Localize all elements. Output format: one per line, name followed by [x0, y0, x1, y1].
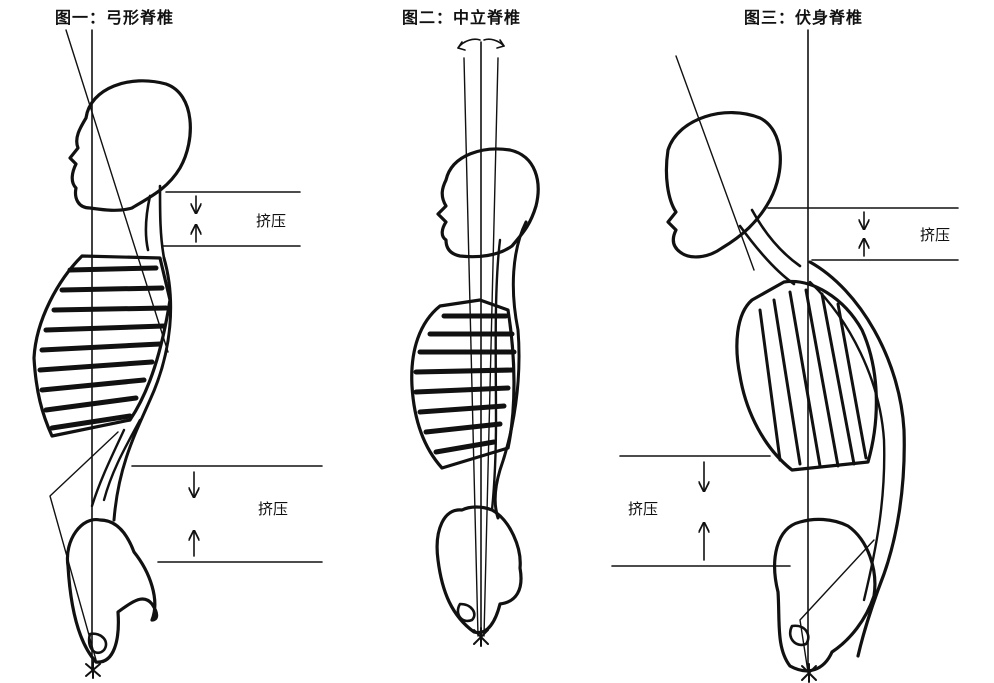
- figure-1-lumbar-compression-marker: [131, 465, 323, 563]
- figure-1-base-mark: [85, 661, 101, 679]
- figure-3-pelvis: [773, 517, 877, 673]
- figure-3-title: 图三：伏身脊椎: [744, 8, 864, 27]
- figure-2-rib-lines: [413, 313, 517, 455]
- figure-3-lower-axis-line: [799, 539, 875, 673]
- figure-3-compression-label-lumbar: 挤压: [628, 500, 659, 518]
- figure-3-compression-label-neck: 挤压: [920, 226, 951, 244]
- figure-2-arrowhead-left: [457, 41, 466, 51]
- figure-3-slanted-axis: [675, 55, 755, 271]
- figure-1-ribcage-outline: [32, 254, 172, 438]
- figure-2-head-icon: [436, 147, 540, 259]
- figure-2-axis-right: [483, 57, 499, 637]
- figure-3-ribcage-outline: [735, 279, 878, 472]
- figure-2-neutral-spine: [410, 38, 540, 647]
- figure-1-title: 图一：弓形脊椎: [55, 8, 175, 27]
- figure-1-back-outline: [112, 256, 173, 522]
- figure-2-pelvis: [435, 505, 523, 635]
- figure-3-neck-compression-marker: [767, 207, 959, 261]
- figure-3-head-icon: [664, 110, 782, 259]
- figure-2-spine-line: [490, 238, 502, 512]
- figure-1-head-icon: [68, 79, 192, 212]
- figure-1-neck-compression-marker: [161, 191, 301, 247]
- figure-1-slanted-axis: [65, 29, 169, 353]
- figure-2-arrowhead-right: [496, 39, 505, 49]
- figure-2-back-outline: [493, 220, 528, 520]
- figure-3-neck-spine: [738, 208, 802, 286]
- figure-1-sacrum: [87, 632, 108, 655]
- figure-1-arched-spine: [32, 29, 323, 679]
- figure-1-compression-label-neck: 挤压: [256, 212, 287, 230]
- figure-3-hunched-spine: [611, 29, 959, 683]
- figure-3-base-mark: [801, 663, 817, 683]
- figure-2-base-mark: [473, 627, 489, 647]
- figure-2-ribcage-outline: [410, 298, 516, 470]
- figure-1-pelvis: [65, 518, 159, 664]
- figure-3-back-outline: [808, 260, 906, 658]
- figure-1-compression-label-lumbar: 挤压: [258, 500, 289, 518]
- figure-3-rib-lines: [758, 288, 868, 468]
- figure-3-spine-line: [808, 280, 886, 602]
- figure-2-sacrum: [456, 602, 476, 623]
- figure-1-rib-lines: [37, 265, 169, 431]
- figure-3-sacrum: [788, 624, 810, 647]
- figure-2-title: 图二：中立脊椎: [402, 8, 522, 27]
- figure-1-lower-axis-line: [49, 431, 119, 661]
- figure-3-lumbar-compression-marker: [611, 455, 791, 567]
- figure-1-lumbar-spine: [90, 418, 142, 508]
- figure-2-axis-left: [463, 57, 479, 637]
- figure-1-neck-spine: [144, 184, 166, 260]
